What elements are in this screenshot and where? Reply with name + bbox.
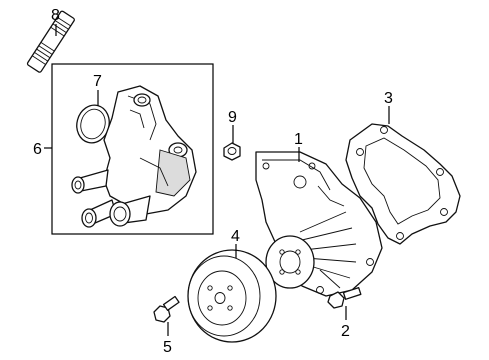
part-2-bolt	[327, 287, 362, 309]
part-3-gasket	[345, 123, 461, 245]
part-8-stud	[26, 10, 75, 73]
callout-8: 8	[51, 7, 60, 24]
part-1-water-pump	[255, 151, 383, 297]
callout-1: 1	[294, 131, 303, 148]
part-6-box	[51, 63, 214, 235]
callout-5: 5	[163, 339, 172, 356]
thermostat-housing	[71, 85, 197, 228]
callout-6: 6	[33, 141, 42, 158]
part-5-bolt	[153, 295, 180, 323]
callout-9: 9	[228, 109, 237, 126]
callout-7: 7	[93, 73, 102, 90]
part-4-pulley	[187, 249, 277, 343]
callout-2: 2	[341, 323, 350, 340]
callout-4: 4	[231, 228, 240, 245]
part-9-nut	[223, 142, 241, 161]
callout-3: 3	[384, 90, 393, 107]
